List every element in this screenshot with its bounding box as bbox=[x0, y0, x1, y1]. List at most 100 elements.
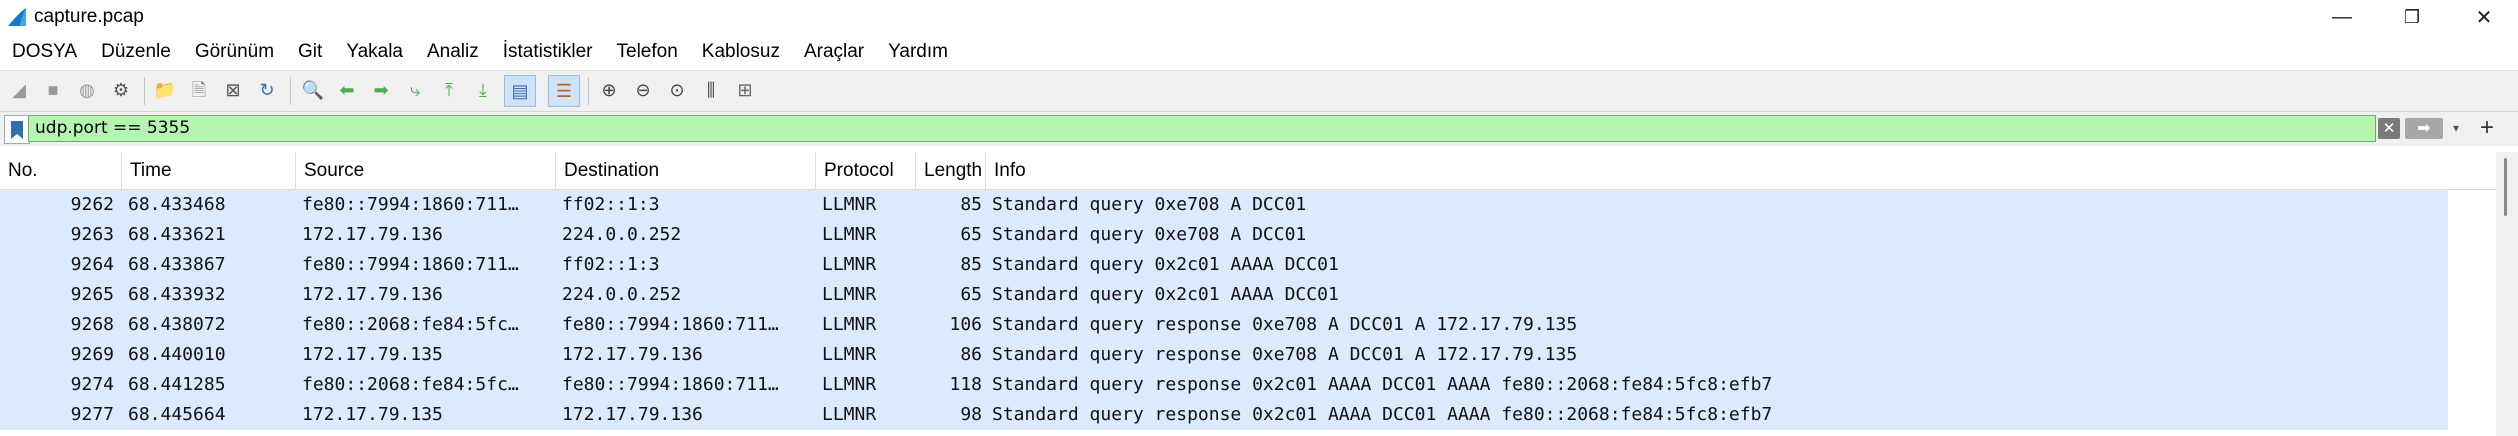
cell-info: Standard query response 0xe708 A DCC01 A… bbox=[992, 344, 1578, 365]
cell-protocol: LLMNR bbox=[822, 224, 877, 245]
packet-row[interactable]: 9262 68.433468 fe80::7994:1860:711… ff02… bbox=[0, 190, 2448, 220]
menu-wireless[interactable]: Kablosuz bbox=[701, 41, 780, 62]
column-header-no[interactable]: No. bbox=[0, 152, 122, 189]
zoom-out-icon[interactable]: ⊖ bbox=[635, 80, 651, 100]
cell-length: 86 bbox=[960, 344, 982, 365]
capture-options-icon[interactable]: ⚙ bbox=[112, 80, 130, 100]
menu-edit[interactable]: Düzenle bbox=[101, 41, 171, 62]
cell-no: 9268 bbox=[70, 314, 114, 335]
find-packet-icon[interactable]: 🔍 bbox=[301, 80, 325, 100]
packet-list-scrollbar[interactable] bbox=[2496, 152, 2518, 436]
column-header-info[interactable]: Info bbox=[994, 160, 1026, 181]
cell-length: 118 bbox=[949, 374, 982, 395]
menu-analyze[interactable]: Analiz bbox=[427, 41, 479, 62]
cell-info: Standard query 0x2c01 AAAA DCC01 bbox=[992, 254, 1339, 275]
menu-telephony[interactable]: Telefon bbox=[616, 41, 678, 62]
cell-source: fe80::7994:1860:711… bbox=[302, 254, 519, 275]
first-packet-icon[interactable]: ⤒ bbox=[445, 80, 453, 100]
go-forward-icon[interactable]: ➡ bbox=[373, 80, 389, 100]
cell-source: 172.17.79.135 bbox=[302, 404, 443, 425]
display-filter-input[interactable]: udp.port == 5355 bbox=[28, 115, 2376, 142]
toolbar-separator bbox=[144, 77, 145, 105]
cell-destination: ff02::1:3 bbox=[562, 194, 660, 215]
cell-time: 68.445664 bbox=[128, 404, 226, 425]
cell-source: fe80::7994:1860:711… bbox=[302, 194, 519, 215]
cell-time: 68.433867 bbox=[128, 254, 226, 275]
menu-file[interactable]: DOSYA bbox=[12, 41, 78, 62]
column-header-protocol[interactable]: Protocol bbox=[816, 152, 916, 189]
toolbar-separator bbox=[290, 77, 291, 105]
cell-destination: 224.0.0.252 bbox=[562, 224, 682, 245]
stop-capture-icon[interactable]: ■ bbox=[47, 80, 59, 100]
packet-row[interactable]: 9269 68.440010 172.17.79.135 172.17.79.1… bbox=[0, 340, 2448, 370]
filter-history-dropdown-icon[interactable]: ▾ bbox=[2452, 121, 2460, 135]
cell-destination: 224.0.0.252 bbox=[562, 284, 682, 305]
colorize-icon[interactable]: ☰ bbox=[548, 75, 580, 107]
minimize-button[interactable]: — bbox=[2332, 5, 2352, 28]
packet-row[interactable]: 9277 68.445664 172.17.79.135 172.17.79.1… bbox=[0, 400, 2448, 430]
cell-source: 172.17.79.135 bbox=[302, 344, 443, 365]
start-capture-icon[interactable]: ◢ bbox=[12, 80, 26, 100]
window-title: capture.pcap bbox=[34, 6, 144, 27]
cell-source: fe80::2068:fe84:5fc… bbox=[302, 314, 519, 335]
scrollbar-thumb[interactable] bbox=[2504, 158, 2507, 216]
go-back-icon[interactable]: ⬅ bbox=[339, 80, 355, 100]
packet-row[interactable]: 9263 68.433621 172.17.79.136 224.0.0.252… bbox=[0, 220, 2448, 250]
go-to-packet-icon[interactable]: ⤷ bbox=[409, 80, 421, 100]
packet-list-header: No. Time Source Destination Protocol Len… bbox=[0, 152, 2518, 190]
cell-info: Standard query response 0x2c01 AAAA DCC0… bbox=[992, 374, 1773, 395]
list-right-gutter bbox=[2452, 192, 2492, 436]
layout-icon[interactable]: ⊞ bbox=[737, 80, 753, 100]
close-window-button[interactable]: ✕ bbox=[2475, 6, 2493, 29]
apply-filter-icon[interactable]: ➡ bbox=[2405, 118, 2443, 139]
add-filter-button-icon[interactable]: + bbox=[2479, 114, 2494, 141]
cell-info: Standard query response 0x2c01 AAAA DCC0… bbox=[992, 404, 1773, 425]
cell-source: 172.17.79.136 bbox=[302, 224, 443, 245]
bookmark-icon[interactable] bbox=[4, 115, 30, 144]
cell-info: Standard query 0x2c01 AAAA DCC01 bbox=[992, 284, 1339, 305]
column-header-time[interactable]: Time bbox=[122, 152, 296, 189]
cell-length: 65 bbox=[960, 284, 982, 305]
column-header-length[interactable]: Length bbox=[916, 152, 986, 189]
menu-help[interactable]: Yardım bbox=[888, 41, 948, 62]
cell-time: 68.441285 bbox=[128, 374, 226, 395]
auto-scroll-icon[interactable]: ▤ bbox=[504, 75, 536, 107]
column-header-source[interactable]: Source bbox=[296, 152, 556, 189]
cell-protocol: LLMNR bbox=[822, 404, 877, 425]
packet-row[interactable]: 9274 68.441285 fe80::2068:fe84:5fc… fe80… bbox=[0, 370, 2448, 400]
menu-go[interactable]: Git bbox=[298, 41, 323, 62]
normal-size-icon[interactable]: ⊙ bbox=[669, 80, 685, 100]
menu-view[interactable]: Görünüm bbox=[194, 41, 275, 62]
resize-columns-icon[interactable]: ⫼ bbox=[706, 80, 716, 100]
cell-protocol: LLMNR bbox=[822, 344, 877, 365]
clear-filter-icon[interactable]: ✕ bbox=[2378, 118, 2400, 139]
cell-protocol: LLMNR bbox=[822, 374, 877, 395]
packet-row[interactable]: 9264 68.433867 fe80::7994:1860:711… ff02… bbox=[0, 250, 2448, 280]
restore-button[interactable]: ❐ bbox=[2403, 6, 2421, 27]
open-file-icon[interactable]: 📁 bbox=[153, 80, 177, 100]
cell-no: 9277 bbox=[70, 404, 114, 425]
last-packet-icon[interactable]: ⤓ bbox=[479, 80, 487, 100]
cell-no: 9265 bbox=[70, 284, 114, 305]
toolbar-separator bbox=[588, 77, 589, 105]
display-filter-bar: udp.port == 5355 ✕ ➡ ▾ + bbox=[0, 112, 2518, 146]
menu-capture[interactable]: Yakala bbox=[346, 41, 403, 62]
packet-row[interactable]: 9268 68.438072 fe80::2068:fe84:5fc… fe80… bbox=[0, 310, 2448, 340]
zoom-in-icon[interactable]: ⊕ bbox=[601, 80, 617, 100]
cell-length: 106 bbox=[949, 314, 982, 335]
cell-protocol: LLMNR bbox=[822, 314, 877, 335]
close-file-icon[interactable]: ⊠ bbox=[225, 80, 241, 100]
packet-row[interactable]: 9265 68.433932 172.17.79.136 224.0.0.252… bbox=[0, 280, 2448, 310]
restart-capture-icon[interactable]: ◍ bbox=[79, 80, 95, 100]
title-bar: capture.pcap — ❐ ✕ bbox=[0, 0, 2518, 34]
menu-tools[interactable]: Araçlar bbox=[803, 41, 865, 62]
column-header-destination[interactable]: Destination bbox=[556, 152, 816, 189]
cell-no: 9269 bbox=[70, 344, 114, 365]
cell-source: 172.17.79.136 bbox=[302, 284, 443, 305]
menu-statistics[interactable]: İstatistikler bbox=[502, 41, 593, 62]
save-file-icon[interactable]: 🗎 bbox=[191, 80, 207, 100]
cell-time: 68.440010 bbox=[128, 344, 226, 365]
cell-protocol: LLMNR bbox=[822, 194, 877, 215]
reload-file-icon[interactable]: ↻ bbox=[259, 80, 275, 100]
packet-list: No. Time Source Destination Protocol Len… bbox=[0, 152, 2518, 436]
